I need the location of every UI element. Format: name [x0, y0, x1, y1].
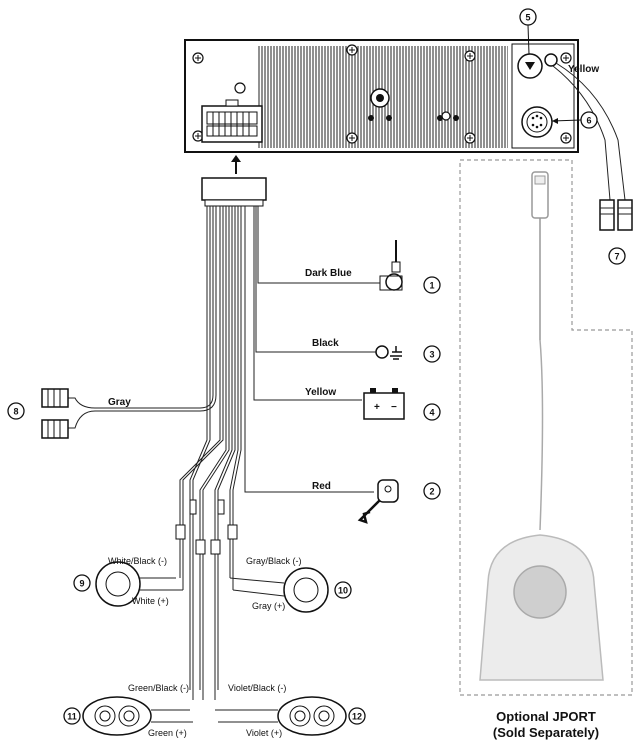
callout-6: 6	[551, 111, 598, 129]
svg-text:11: 11	[67, 712, 77, 722]
wire-label-yellow-rca: Yellow	[568, 64, 599, 75]
svg-text:4: 4	[429, 408, 434, 418]
label-violet: Violet (+)	[246, 728, 282, 738]
callout-3: 3	[423, 345, 441, 363]
rca-connector-icon	[41, 388, 96, 439]
arrow-up-icon	[231, 155, 241, 174]
label-green: Green (+)	[148, 728, 187, 738]
svg-text:8: 8	[13, 407, 18, 417]
callout-9: 9	[73, 574, 91, 592]
svg-text:9: 9	[79, 579, 84, 589]
wire-label-gray: Gray	[108, 397, 131, 408]
svg-text:10: 10	[338, 586, 348, 596]
label-gray: Gray (+)	[252, 601, 285, 611]
jport-caption-line2: (Sold Separately)	[493, 725, 599, 740]
svg-text:1: 1	[429, 281, 434, 291]
label-white: White (+)	[132, 596, 169, 606]
callout-10: 10	[334, 581, 352, 599]
battery-icon: + −	[363, 388, 405, 420]
speaker-rear-left	[82, 696, 193, 736]
jport-caption-line1: Optional JPORT	[496, 709, 596, 724]
wire-label-yellow-power: Yellow	[305, 387, 336, 398]
svg-text:5: 5	[525, 13, 530, 23]
svg-text:12: 12	[352, 712, 362, 722]
callout-11: 11	[63, 707, 81, 725]
jport-device	[479, 171, 604, 681]
jport-dashed-outline	[459, 159, 633, 696]
callout-12: 12	[348, 707, 366, 725]
callout-5: 5	[519, 8, 537, 55]
callout-7: 7	[608, 247, 626, 265]
svg-text:−: −	[391, 402, 397, 413]
label-violet-black: Violet/Black (-)	[228, 683, 286, 693]
harness-plug	[201, 177, 267, 207]
callout-8: 8	[7, 402, 25, 420]
wire-label-black: Black	[312, 338, 339, 349]
label-gray-black: Gray/Black (-)	[246, 556, 302, 566]
svg-text:3: 3	[429, 350, 434, 360]
callout-4: 4	[423, 403, 441, 421]
speaker-front-right	[229, 567, 329, 613]
svg-text:2: 2	[429, 487, 434, 497]
wire-bundle	[95, 206, 380, 700]
svg-text:7: 7	[614, 252, 619, 262]
video-rca-cable	[552, 62, 633, 231]
callout-1: 1	[423, 276, 441, 294]
wire-label-red: Red	[312, 481, 331, 492]
wire-label-dark-blue: Dark Blue	[305, 268, 352, 279]
callout-2: 2	[423, 482, 441, 500]
speaker-front-left	[95, 561, 183, 607]
svg-text:6: 6	[586, 116, 591, 126]
svg-text:+: +	[374, 402, 380, 413]
screw-icons	[192, 44, 572, 144]
label-green-black: Green/Black (-)	[128, 683, 189, 693]
speaker-rear-right	[215, 696, 347, 736]
harness-socket	[201, 99, 263, 143]
ground-icon	[375, 345, 402, 360]
label-white-black: White/Black (-)	[108, 556, 167, 566]
head-unit-chassis	[184, 39, 579, 153]
power-antenna	[379, 240, 403, 291]
ignition-key-icon	[357, 479, 399, 524]
